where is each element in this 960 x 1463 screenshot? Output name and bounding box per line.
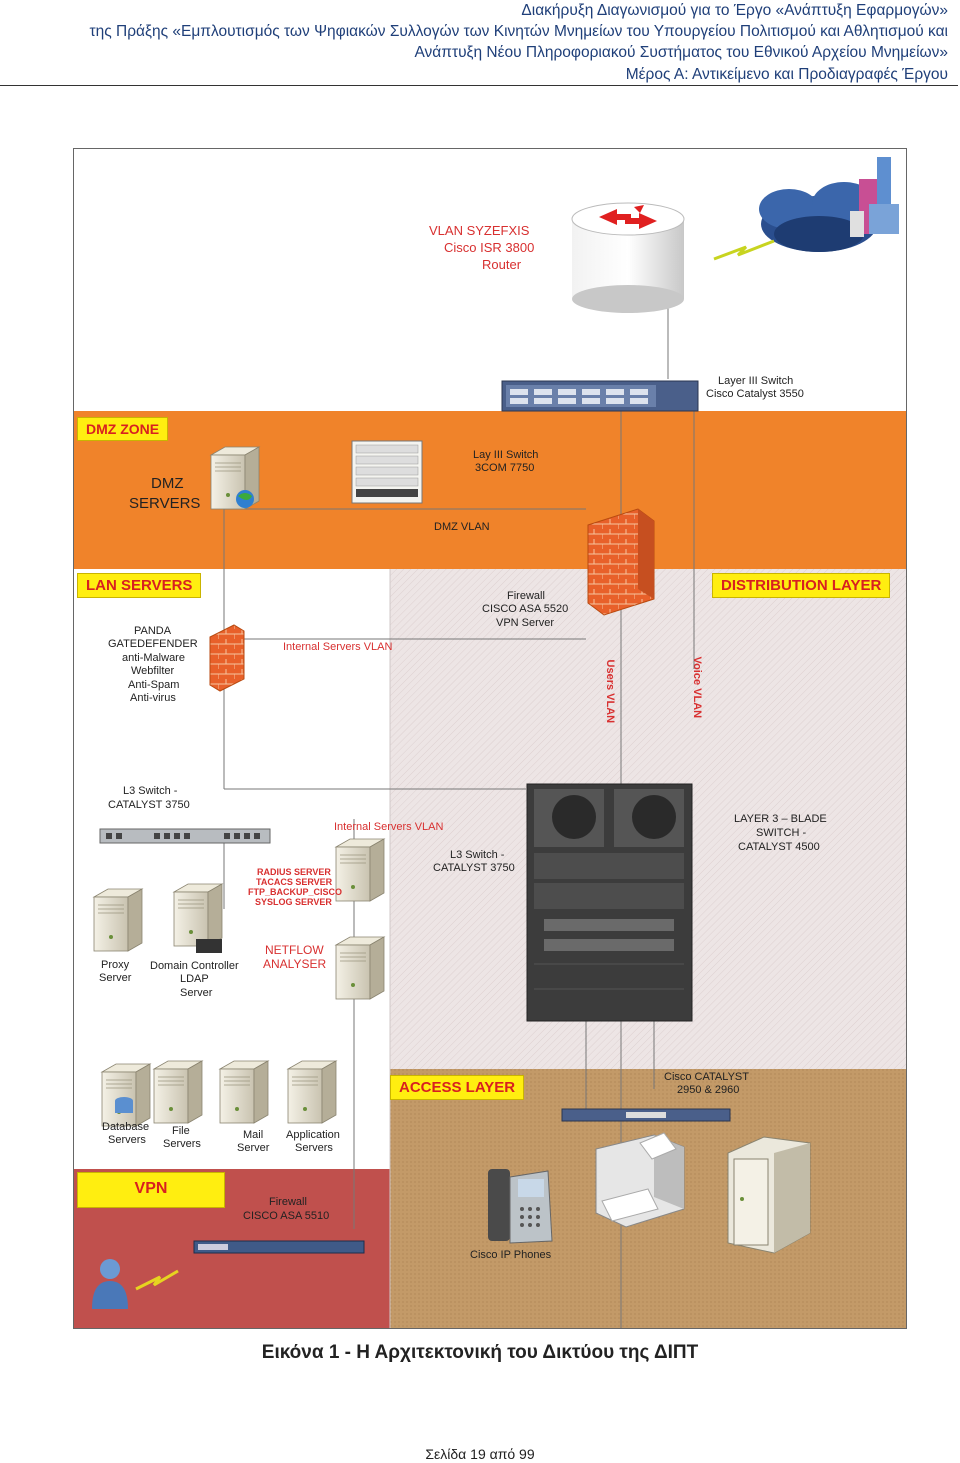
dmz-switch-label-1: Lay III Switch xyxy=(473,449,539,461)
keyboard-icon xyxy=(196,939,222,953)
header-rule xyxy=(0,85,958,86)
panda-label-1: PANDA xyxy=(134,625,172,637)
firewall-label-2: CISCO ASA 5520 xyxy=(482,603,569,615)
vpn-badge: VPN xyxy=(77,1172,225,1208)
router-label-2: Cisco ISR 3800 xyxy=(444,240,535,255)
router-icon xyxy=(571,202,685,313)
netflow-label-2: ANALYSER xyxy=(263,957,327,971)
dmz-servers-label-2: SERVERS xyxy=(129,495,201,512)
database-label-1: Database xyxy=(102,1121,150,1133)
header-line-2: της Πράξης «Εμπλουτισμός των Ψηφιακών Συ… xyxy=(89,23,948,40)
panda-label-2: GATEDEFENDER xyxy=(108,638,198,650)
radius-server-icon xyxy=(335,838,385,902)
application-label-2: Servers xyxy=(295,1142,333,1154)
dmz-zone-badge: DMZ ZONE xyxy=(77,417,169,441)
l3-switch-mid-label-2: CATALYST 3750 xyxy=(433,862,515,874)
ip-phones-label: Cisco IP Phones xyxy=(470,1249,552,1261)
dmz-vlan-label: DMZ VLAN xyxy=(434,521,490,533)
proxy-server-icon xyxy=(93,888,143,952)
proxy-label-2: Server xyxy=(99,972,132,984)
access-switch-label-1: Cisco CATALYST xyxy=(664,1071,749,1083)
dmz-switch-label-2: 3COM 7750 xyxy=(475,462,535,474)
blade-label-1: LAYER 3 – BLADE xyxy=(734,813,827,825)
security-server-label-3: FTP_BACKUP_CISCO xyxy=(248,887,343,897)
dmz-servers-label-1: DMZ xyxy=(151,475,184,492)
proxy-label-1: Proxy xyxy=(101,959,130,971)
l3-switch-left-label-1: L3 Switch - xyxy=(123,785,178,797)
database-server-icon xyxy=(101,1063,151,1127)
diagram-graphics xyxy=(74,149,906,1328)
header-line-1: Διακήρυξη Διαγωνισμού για το Έργο «Ανάπτ… xyxy=(521,2,948,19)
core-switch-label-1: Layer III Switch xyxy=(718,375,794,387)
l3-switch-mid-label-1: L3 Switch - xyxy=(450,849,505,861)
access-layer-badge: ACCESS LAYER xyxy=(390,1075,525,1100)
blade-label-2: SWITCH - xyxy=(756,827,807,839)
main-firewall-icon xyxy=(587,508,655,616)
l3-switch-left-label-2: CATALYST 3750 xyxy=(108,799,190,811)
firewall-label-3: VPN Server xyxy=(496,617,555,629)
core-switch-icon xyxy=(501,380,699,412)
router-label-3: Router xyxy=(482,257,522,272)
domain-controller-label-2: LDAP xyxy=(180,973,209,985)
remote-user-icon xyxy=(92,1259,179,1309)
file-label-2: Servers xyxy=(163,1138,201,1150)
vpn-firewall-icon xyxy=(193,1240,365,1254)
panda-label-4: Webfilter xyxy=(131,665,175,677)
ip-phone-icon xyxy=(488,1169,553,1244)
security-server-label-4: SYSLOG SERVER xyxy=(255,897,332,907)
access-switch-icon xyxy=(561,1108,731,1122)
dmz-switch-icon xyxy=(351,440,423,504)
l3-switch-left-icon xyxy=(99,828,271,844)
netflow-server-icon xyxy=(335,936,385,1000)
blade-switch-icon xyxy=(526,783,693,1022)
mail-label-2: Server xyxy=(237,1142,270,1154)
domain-controller-label-3: Server xyxy=(180,987,213,999)
security-server-label-1: RADIUS SERVER xyxy=(257,867,331,877)
access-switch-label-2: 2950 & 2960 xyxy=(677,1084,740,1096)
firewall-label-1: Firewall xyxy=(507,590,545,602)
page-number: Σελίδα 19 από 99 xyxy=(425,1446,535,1462)
distribution-layer-badge: DISTRIBUTION LAYER xyxy=(712,573,891,598)
panda-firewall-icon xyxy=(209,624,245,692)
core-switch-label-2: Cisco Catalyst 3550 xyxy=(706,388,804,400)
voice-vlan-label: Voice VLAN xyxy=(691,656,704,719)
panda-label-3: anti-Malware xyxy=(122,652,185,664)
internet-cloud-icon xyxy=(759,157,899,252)
printer-icon xyxy=(595,1132,685,1228)
panda-label-5: Anti-Spam xyxy=(128,679,180,691)
header-line-3: Ανάπτυξη Νέου Πληροφοριακού Συστήματος τ… xyxy=(414,44,948,61)
access-server-icon xyxy=(727,1136,811,1254)
blade-label-3: CATALYST 4500 xyxy=(738,841,820,853)
domain-controller-icon xyxy=(173,883,223,947)
network-diagram: VLAN SYZEFXIS Cisco ISR 3800 Router Laye… xyxy=(73,148,907,1329)
domain-controller-label-1: Domain Controller xyxy=(150,960,239,972)
database-label-2: Servers xyxy=(108,1134,146,1146)
netflow-label-1: NETFLOW xyxy=(265,943,324,957)
wan-link-icon xyxy=(713,239,775,261)
mail-label-1: Mail xyxy=(243,1129,264,1141)
panda-label-6: Anti-virus xyxy=(130,692,176,704)
internal-vlan-label-2: Internal Servers VLAN xyxy=(334,821,444,833)
router-label-1: VLAN SYZEFXIS xyxy=(429,223,530,238)
mail-server-icon xyxy=(219,1060,269,1124)
users-vlan-label: Users VLAN xyxy=(604,659,617,724)
security-server-label-2: TACACS SERVER xyxy=(256,877,333,887)
application-server-icon xyxy=(287,1060,337,1124)
file-server-icon xyxy=(153,1060,203,1124)
figure-caption: Εικόνα 1 - Η Αρχιτεκτονική του Δικτύου τ… xyxy=(261,1342,699,1363)
vpn-firewall-label-2: CISCO ASA 5510 xyxy=(243,1210,330,1222)
vpn-firewall-label-1: Firewall xyxy=(269,1196,307,1208)
header-line-4: Μέρος Α: Αντικείμενο και Προδιαγραφές Έρ… xyxy=(625,66,948,83)
file-label-1: File xyxy=(172,1125,190,1137)
lan-servers-badge: LAN SERVERS xyxy=(77,573,202,598)
internal-vlan-label-1: Internal Servers VLAN xyxy=(283,641,393,653)
application-label-1: Application xyxy=(286,1129,340,1141)
